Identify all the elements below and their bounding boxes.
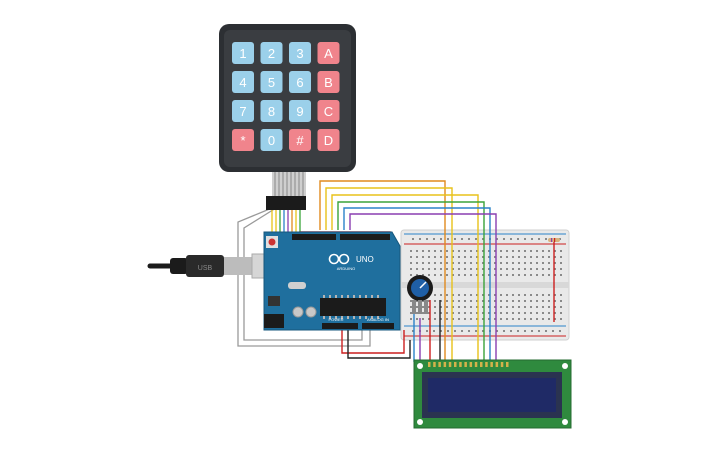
key-C[interactable]: C <box>317 100 340 122</box>
key-label: 3 <box>296 46 303 61</box>
keypad-connector <box>266 196 306 210</box>
key-5[interactable]: 5 <box>260 71 283 93</box>
key-label: 2 <box>268 46 275 61</box>
gray-wire-2 <box>243 207 363 341</box>
usb-label: USB <box>198 265 213 272</box>
key-label: 6 <box>296 75 303 90</box>
gray-wires <box>237 207 371 347</box>
digital-header-1 <box>292 234 336 240</box>
key-label: A <box>324 46 333 61</box>
key-4[interactable]: 4 <box>232 71 254 93</box>
key-label: 1 <box>239 46 246 61</box>
arduino-uno[interactable]: UNO ARDUINO POWER ANALOG IN <box>263 231 401 331</box>
key-B[interactable]: B <box>317 71 340 93</box>
power-label: POWER <box>328 317 343 322</box>
board-label: UNO <box>356 255 374 264</box>
usb-cable: USB <box>147 253 281 279</box>
key-7[interactable]: 7 <box>232 100 254 122</box>
gray-wire-1 <box>237 207 371 347</box>
key-label: 9 <box>296 104 303 119</box>
regulator <box>268 296 280 306</box>
arduino-logo-icon <box>328 253 350 265</box>
key-label: # <box>296 133 304 148</box>
key-label: 8 <box>268 104 275 119</box>
brand-label: ARDUINO <box>337 266 355 271</box>
analog-header <box>362 323 394 329</box>
keypad-ribbon-lines <box>274 172 304 196</box>
key-A[interactable]: A <box>317 42 340 64</box>
keypad-ribbon <box>272 172 306 196</box>
analog-label: ANALOG IN <box>367 317 389 322</box>
reset-button[interactable] <box>268 238 276 246</box>
resistor <box>548 238 560 242</box>
key-label: B <box>324 75 333 90</box>
key-label: 0 <box>268 133 275 148</box>
key-label: 5 <box>268 75 275 90</box>
key-8[interactable]: 8 <box>260 100 283 122</box>
key-3[interactable]: 3 <box>289 42 311 64</box>
atmega-chip <box>320 298 386 316</box>
key-star[interactable]: * <box>232 129 254 151</box>
signal-wires <box>319 180 555 362</box>
keypad-keys: 1 2 3 A 4 5 6 B 7 8 9 C * 0 # D <box>232 42 340 151</box>
lcd-pins <box>428 362 509 367</box>
key-label: C <box>324 104 333 119</box>
digital-header-2 <box>340 234 390 240</box>
key-9[interactable]: 9 <box>289 100 311 122</box>
key-1[interactable]: 1 <box>232 42 254 64</box>
key-label: 4 <box>239 75 246 90</box>
key-6[interactable]: 6 <box>289 71 311 93</box>
capacitor-1 <box>292 306 304 318</box>
key-label: * <box>240 133 245 148</box>
key-D[interactable]: D <box>317 129 340 151</box>
capacitor-2 <box>305 306 317 318</box>
power-header <box>322 323 358 329</box>
key-2[interactable]: 2 <box>260 42 283 64</box>
usb-plug <box>186 255 224 277</box>
lcd-screen <box>428 378 556 412</box>
lcd-display <box>413 359 572 429</box>
key-0[interactable]: 0 <box>260 129 283 151</box>
power-jack <box>264 314 284 328</box>
key-label: 7 <box>239 104 246 119</box>
keypad[interactable]: 1 2 3 A 4 5 6 B 7 8 9 C * 0 # D <box>219 24 356 210</box>
key-label: D <box>324 133 333 148</box>
crystal <box>288 282 306 289</box>
potentiometer[interactable] <box>407 275 433 314</box>
key-hash[interactable]: # <box>289 129 311 151</box>
